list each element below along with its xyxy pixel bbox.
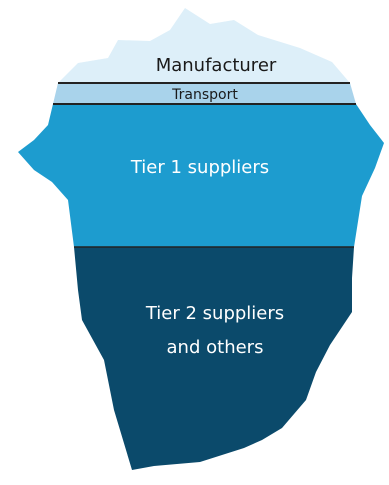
manufacturer-layer (58, 8, 350, 83)
tier2-label-line2: and others (167, 337, 264, 358)
tier2-label-line1: Tier 2 suppliers (145, 303, 284, 324)
transport-label: Transport (171, 87, 238, 103)
transport-layer (53, 83, 356, 104)
tier2-layer (74, 247, 354, 470)
tier1-layer (18, 104, 384, 247)
tier1-label: Tier 1 suppliers (130, 157, 269, 178)
manufacturer-label: Manufacturer (156, 55, 277, 76)
